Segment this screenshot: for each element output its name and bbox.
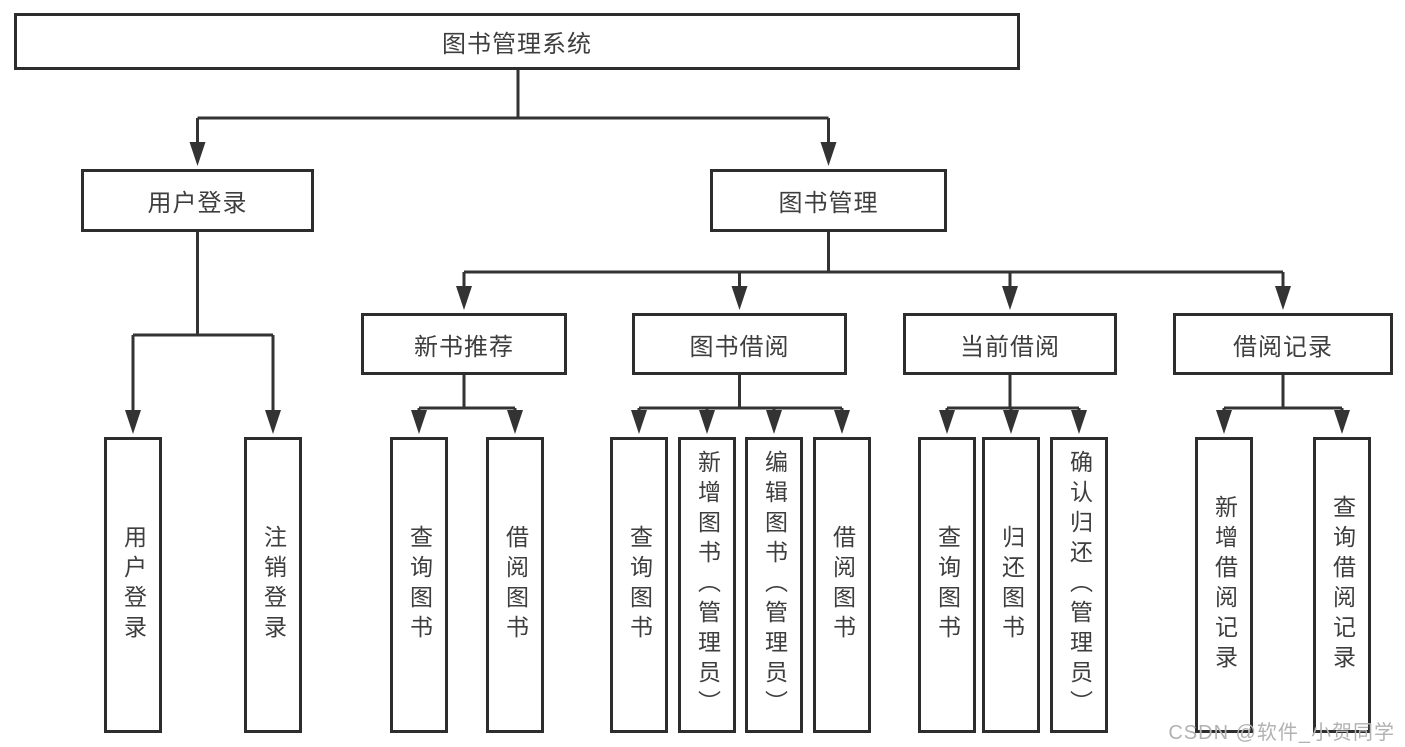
arrowhead-icon — [766, 410, 782, 434]
arrowhead-icon — [507, 410, 523, 434]
connector-newbook-to-leaves — [417, 375, 517, 413]
leaf-current-query-books-label: 查询图书 — [934, 525, 961, 645]
connector-borrow-to-leaves — [637, 375, 844, 413]
node-user-login-label: 用户登录 — [147, 190, 248, 217]
arrowhead-icon — [125, 410, 141, 434]
connector-paths — [131, 70, 1344, 413]
leaf-user-login: 用户登录 — [104, 437, 162, 733]
arrowhead-icon — [1275, 286, 1291, 310]
leaf-current-confirm-return-admin-label: 确认归还（管理员） — [1066, 450, 1093, 720]
connector-current-to-leaves — [945, 375, 1081, 413]
arrowhead-icon — [189, 142, 206, 166]
arrowhead-icon — [1002, 286, 1018, 310]
leaf-newbook-borrow-books: 借阅图书 — [486, 437, 544, 733]
connector-root-to-level2 — [196, 70, 830, 145]
leaf-borrow-add-books-admin-label: 新增图书（管理员） — [694, 450, 721, 720]
arrowhead-icon — [820, 142, 837, 166]
leaf-records-add-record-label: 新增借阅记录 — [1211, 495, 1238, 675]
arrowhead-icon — [456, 286, 472, 310]
arrowhead-icon — [1334, 410, 1350, 434]
leaf-logout-label: 注销登录 — [260, 525, 287, 645]
leaf-newbook-query-books: 查询图书 — [390, 437, 448, 733]
node-book-management: 图书管理 — [710, 169, 947, 232]
csdn-watermark: CSDN @软件_小贺同学 — [1168, 722, 1395, 744]
arrowhead-icon — [631, 410, 647, 434]
leaf-current-confirm-return-admin: 确认归还（管理员） — [1050, 437, 1108, 733]
arrowhead-icon — [1071, 410, 1087, 434]
leaf-records-add-record: 新增借阅记录 — [1195, 437, 1253, 733]
connector-records-to-leaves — [1222, 375, 1344, 413]
node-root: 图书管理系统 — [14, 13, 1020, 70]
leaf-borrow-edit-books-admin: 编辑图书（管理员） — [745, 437, 803, 733]
arrowhead-icon — [411, 410, 427, 434]
node-current-borrow-label: 当前借阅 — [960, 333, 1060, 361]
arrowhead-icon — [939, 410, 955, 434]
leaf-borrow-query-books: 查询图书 — [610, 437, 668, 733]
node-root-label: 图书管理系统 — [442, 31, 592, 58]
leaf-current-return-books: 归还图书 — [982, 437, 1040, 733]
leaf-logout: 注销登录 — [244, 437, 302, 733]
leaf-records-query-record-label: 查询借阅记录 — [1329, 495, 1356, 675]
arrowhead-icon — [699, 410, 715, 434]
leaf-user-login-label: 用户登录 — [120, 525, 147, 645]
node-user-login: 用户登录 — [81, 169, 314, 232]
connector-bookmgmt-to-level3 — [462, 232, 1285, 289]
node-current-borrow: 当前借阅 — [903, 313, 1117, 375]
arrowhead-icon — [1003, 410, 1019, 434]
leaf-newbook-query-books-label: 查询图书 — [406, 525, 433, 645]
leaf-borrow-add-books-admin: 新增图书（管理员） — [678, 437, 736, 733]
arrowhead-icon — [731, 286, 748, 310]
node-book-management-label: 图书管理 — [778, 190, 879, 217]
connector-userlogin-to-leaves — [131, 232, 275, 413]
node-borrow-records: 借阅记录 — [1173, 313, 1393, 375]
leaf-borrow-borrow-books: 借阅图书 — [813, 437, 871, 733]
node-book-borrow: 图书借阅 — [632, 313, 847, 375]
leaf-current-return-books-label: 归还图书 — [998, 525, 1025, 645]
arrowhead-icon — [265, 410, 281, 434]
leaf-newbook-borrow-books-label: 借阅图书 — [502, 525, 529, 645]
arrowhead-icon — [1216, 410, 1232, 434]
leaf-borrow-edit-books-admin-label: 编辑图书（管理员） — [761, 450, 788, 720]
arrowhead-icon — [834, 410, 850, 434]
leaf-borrow-borrow-books-label: 借阅图书 — [829, 525, 856, 645]
node-new-book-recommend-label: 新书推荐 — [414, 333, 514, 361]
connector-arrowheads — [125, 142, 1350, 434]
leaf-current-query-books: 查询图书 — [918, 437, 976, 733]
leaf-records-query-record: 查询借阅记录 — [1313, 437, 1371, 733]
node-borrow-records-label: 借阅记录 — [1233, 333, 1333, 361]
node-book-borrow-label: 图书借阅 — [689, 333, 790, 361]
leaf-borrow-query-books-label: 查询图书 — [626, 525, 653, 645]
node-new-book-recommend: 新书推荐 — [361, 313, 567, 375]
